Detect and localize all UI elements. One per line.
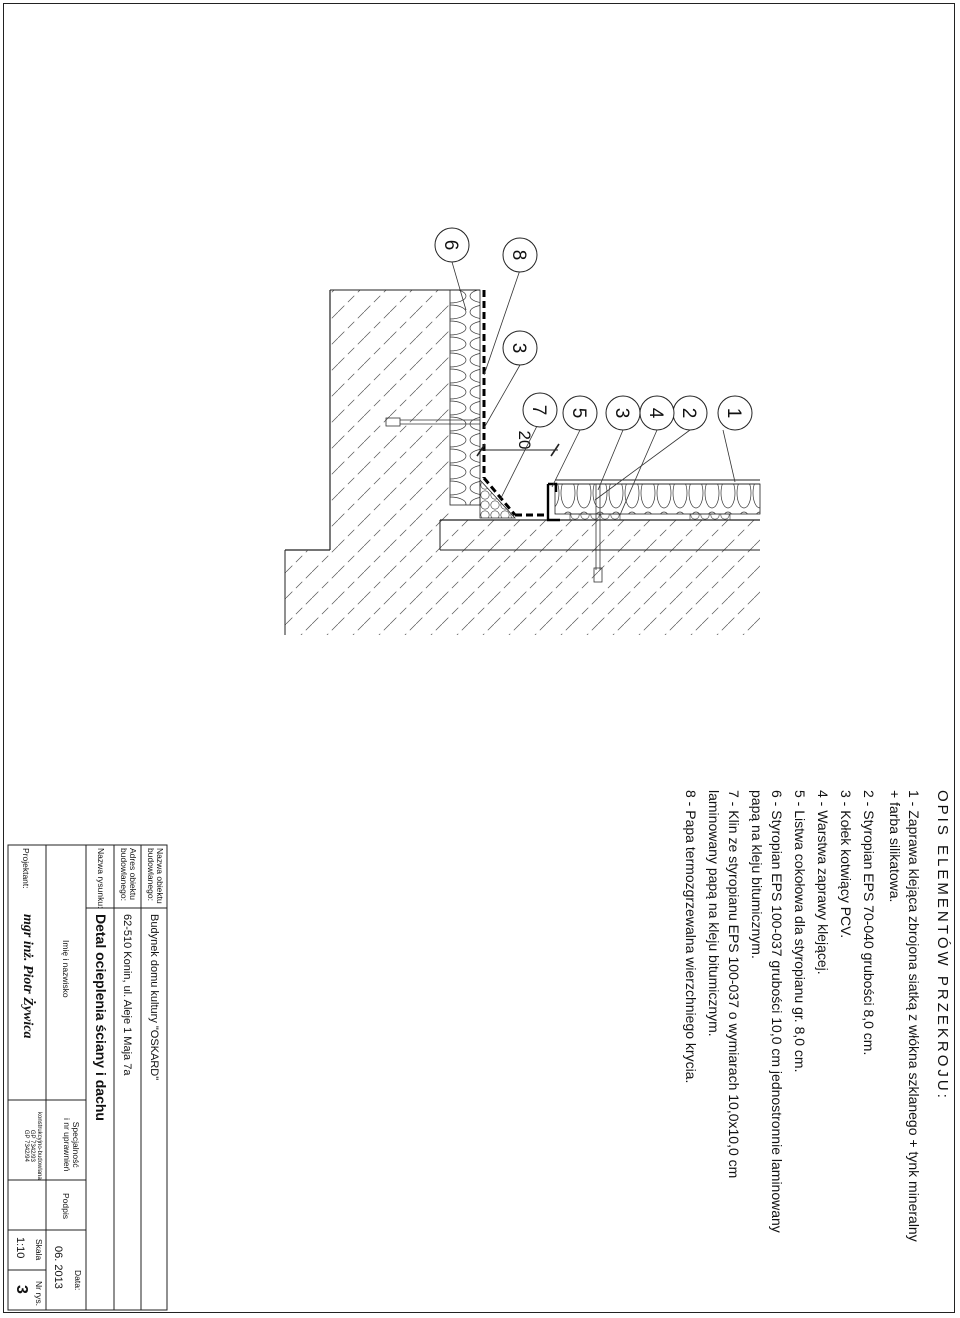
- callout-8: 8: [508, 250, 529, 261]
- name-header: Imię i nazwisko: [61, 940, 71, 998]
- callout-3-roof: 3: [611, 408, 632, 419]
- callout-2: 2: [678, 408, 699, 419]
- signature-header: Podpis: [61, 1193, 71, 1219]
- sheet-no-value: 3: [13, 1285, 30, 1294]
- base-profile: [546, 482, 560, 522]
- sheet-no-header: Nr rys.: [34, 1281, 44, 1307]
- callout-7: 7: [528, 405, 549, 416]
- callout-6: 6: [440, 240, 461, 251]
- adhesive-dabs: [569, 513, 731, 521]
- callout-3-wall: 3: [508, 343, 529, 354]
- callout-4: 4: [645, 408, 666, 419]
- roof-insulation: [554, 483, 761, 515]
- drawing-name-value: Detal ocieplenia ściany i dachu: [93, 914, 109, 1121]
- date-header: Data:: [73, 1270, 83, 1291]
- scale-value: 1:10: [14, 1237, 26, 1259]
- callout-5: 5: [568, 408, 589, 419]
- address-label: Adres obiektu budowlanego:: [119, 848, 138, 901]
- specialty-value-line: konstrukcyjno-budowlana: [36, 1112, 42, 1180]
- callout-circles: [434, 227, 753, 431]
- object-name-value: Budynek domu kultury "OSKARD": [148, 914, 160, 1081]
- drawing-name-label: Nazwa rysunku:: [96, 848, 106, 909]
- leader-lines: [451, 261, 736, 516]
- address-value: 62-510 Konin, ul. Aleje 1 Maja 7a: [121, 914, 133, 1076]
- anchor-roof: [593, 484, 603, 583]
- object-name-label-line: budowlanego:: [146, 848, 156, 901]
- specialty-value-line: GP 7342/94: [23, 1129, 29, 1162]
- wall-insulation: [449, 289, 481, 506]
- address-label-line: Adres obiektu: [128, 848, 138, 900]
- address-label-line: budowlanego:: [119, 848, 129, 901]
- date-value: 06. 2013: [52, 1246, 64, 1289]
- scale-header: Skala: [34, 1239, 44, 1261]
- sheet-border: [3, 3, 955, 1313]
- specialty-header-line: Specjalność: [71, 1121, 81, 1168]
- specialty-header-line: i nr uprawnień: [62, 1118, 72, 1172]
- anchor-wall: [385, 417, 480, 427]
- designer-name: mgr inż. Piotr Żywica: [20, 914, 35, 1039]
- specialty-value: konstrukcyjno-budowlana GP 7342/93 GP 73…: [23, 1112, 42, 1180]
- dimension-label: 20: [515, 431, 534, 450]
- insulation-wedge: [479, 478, 516, 519]
- dimension-20: [476, 443, 560, 457]
- object-name-label-line: Nazwa obiektu: [155, 848, 165, 904]
- callout-1: 1: [723, 408, 744, 419]
- specialty-header: Specjalność i nr uprawnień: [62, 1118, 81, 1172]
- object-name-label: Nazwa obiektu budowlanego:: [146, 848, 165, 904]
- designer-label: Projektant:: [21, 848, 31, 889]
